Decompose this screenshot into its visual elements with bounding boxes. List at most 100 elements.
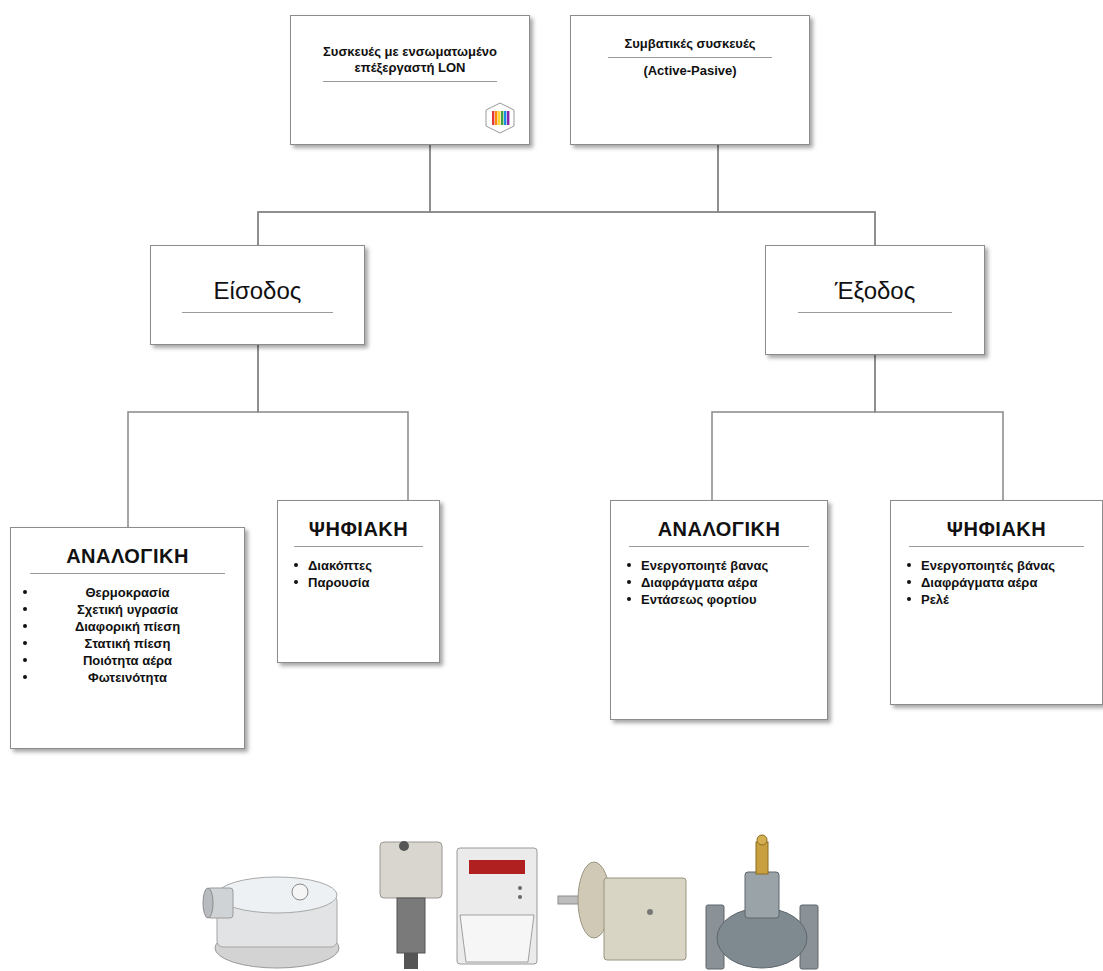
control-valve [706, 835, 818, 969]
lon-logo [485, 102, 515, 134]
list-item: Ποιότητα αέρα [21, 652, 234, 669]
list-item: Εντάσεως φορτίου [621, 591, 817, 608]
underline-rule [909, 546, 1085, 547]
logo-bar [504, 111, 506, 125]
list-item: Σχετική υγρασία [21, 601, 234, 618]
list-item: Διαφορική πίεση [21, 618, 234, 635]
tree-connector [430, 145, 875, 245]
category-box: ΑΝΑΛΟΓΙΚΗ Ενεργοποιητέ βαναςΔιαφράγματα α… [610, 500, 828, 720]
bullet-dot [907, 563, 911, 567]
category-box: ΨΗΦΙΑΚΗ Ενεργοποιητές βάναςΔιαφράγματα αέ… [890, 500, 1103, 705]
text-group: (Active-Pasive) [581, 57, 799, 79]
io-label: Είσοδος [161, 276, 354, 306]
controller-led [518, 895, 522, 899]
valve-stem-cap [757, 835, 767, 845]
item-text: Διαφράγματα αέρα [641, 575, 757, 590]
category-box: ΑΝΑΛΟΓΙΚΗ ΘερμοκρασίαΣχετική υγρασίαΔιαφο… [10, 527, 245, 749]
switch-dial [292, 884, 308, 900]
tree-connector [258, 145, 430, 245]
group-heading: Συσκευές με ενσωματωμένο επέξεργαστή LON [301, 44, 519, 76]
logo-bar [507, 111, 509, 125]
tree-connector [258, 145, 718, 245]
category-box: ΨΗΦΙΑΚΗ ΔιακόπτεςΠαρουσία [277, 500, 440, 663]
list-item: Διακόπτες [288, 557, 429, 574]
tree-connector [258, 345, 408, 500]
bullet-dot [23, 607, 27, 611]
underline-rule [30, 573, 226, 574]
list-item: Ρελέ [901, 591, 1092, 608]
group-heading: Συμβατικές συσκευές [581, 36, 799, 52]
pressure-switch [203, 877, 339, 968]
item-text: Διακόπτες [308, 558, 372, 573]
controller-flap [460, 915, 534, 962]
underline-rule [629, 546, 809, 547]
list-item: Παρουσία [288, 574, 429, 591]
item-text: Εντάσεως φορτίου [641, 592, 757, 607]
io-label: Έξοδος [776, 276, 974, 306]
switch-inlet-end [203, 888, 213, 918]
group-subheading: (Active-Pasive) [581, 63, 799, 79]
bullet-dot [23, 641, 27, 645]
list-item: Θερμοκρασία [21, 584, 234, 601]
underline-rule [798, 312, 952, 313]
controller-led [518, 886, 522, 890]
item-text: Παρουσία [308, 575, 369, 590]
category-heading: ΨΗΦΙΑΚΗ [901, 517, 1092, 541]
actuator-yoke [397, 898, 425, 953]
device-group-box: Συσκευές με ενσωματωμένο επέξεργαστή LON [290, 15, 530, 145]
device-group-box: Συμβατικές συσκευές (Active-Pasive) [570, 15, 810, 145]
valve-stem [756, 842, 768, 874]
category-heading: ΑΝΑΛΟΓΙΚΗ [621, 517, 817, 541]
list-item: Ενεργοποιητέ βανας [621, 557, 817, 574]
item-text: Ενεργοποιητές βάνας [921, 558, 1055, 573]
logo-bar [495, 111, 497, 125]
category-heading: ΑΝΑΛΟΓΙΚΗ [21, 544, 234, 568]
underline-rule [182, 312, 333, 313]
actuator-stem [404, 953, 418, 969]
item-text: Ενεργοποιητέ βανας [641, 558, 768, 573]
list-item: Ενεργοποιητές βάνας [901, 557, 1092, 574]
controller-display [469, 860, 525, 874]
list-item: Στατική πίεση [21, 635, 234, 652]
tree-connector [875, 355, 1003, 500]
bullet-dot [294, 580, 298, 584]
bullet-dot [627, 580, 631, 584]
item-text: Διαφορική πίεση [75, 619, 180, 634]
bullet-dot [23, 624, 27, 628]
list-item: Διαφράγματα αέρα [901, 574, 1092, 591]
underline-rule [294, 546, 424, 547]
controller-case [457, 848, 537, 964]
text-group: Συσκευές με ενσωματωμένο επέξεργαστή LON [301, 44, 519, 76]
list-item: Φωτεινότητα [21, 669, 234, 686]
io-box: Είσοδος [150, 245, 365, 345]
item-text: Θερμοκρασία [86, 585, 170, 600]
item-text: Σχετική υγρασία [77, 602, 178, 617]
item-text: Διαφράγματα αέρα [921, 575, 1037, 590]
bullet-dot [23, 590, 27, 594]
actuator-knob [399, 841, 409, 851]
valve-bonnet [745, 872, 779, 918]
logo-bar [498, 111, 500, 125]
item-text: Ποιότητα αέρα [83, 653, 172, 668]
duct-sensor [558, 862, 686, 960]
room-controller [457, 848, 537, 964]
valve-actuator [380, 841, 442, 969]
bullet-dot [907, 597, 911, 601]
logo-hexagon [486, 103, 514, 133]
sensor-screw [647, 909, 653, 915]
underline-rule [323, 81, 497, 82]
bullet-dot [23, 658, 27, 662]
bullet-dot [627, 597, 631, 601]
logo-bar [501, 111, 503, 125]
item-text: Φωτεινότητα [88, 670, 167, 685]
bullet-dot [294, 563, 298, 567]
underline-rule [608, 57, 772, 58]
list-item: Διαφράγματα αέρα [621, 574, 817, 591]
logo-bar [492, 111, 494, 125]
io-box: Έξοδος [765, 245, 985, 355]
category-heading: ΨΗΦΙΑΚΗ [288, 517, 429, 541]
